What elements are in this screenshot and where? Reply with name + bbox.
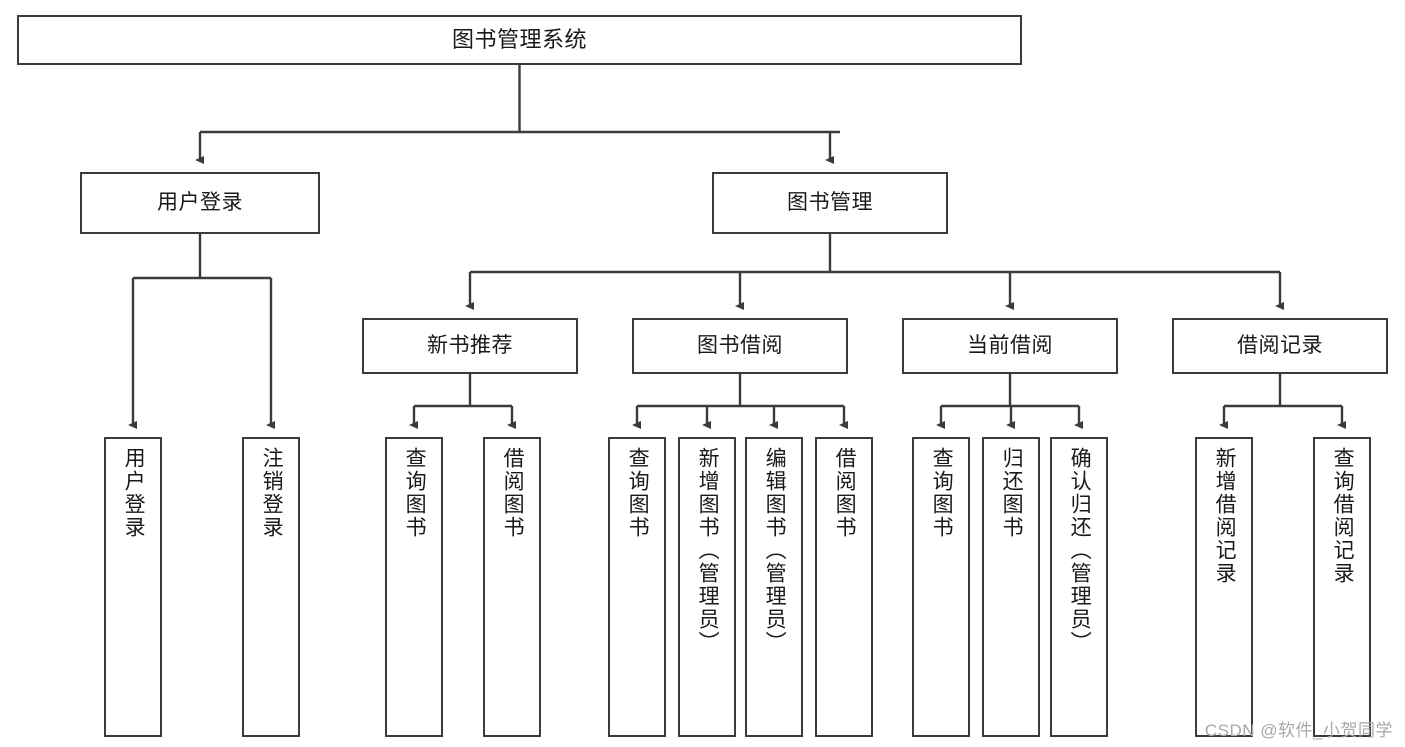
node-label: 查询图书 [403,447,427,539]
leaf-add-book-admin[interactable]: 新增图书（管理员） [678,437,736,737]
node-borrowing-records[interactable]: 借阅记录 [1172,318,1388,374]
node-label: 编辑图书（管理员） [763,447,787,654]
node-label: 归还图书 [1000,447,1024,539]
leaf-return-books[interactable]: 归还图书 [982,437,1040,737]
node-new-book-recommendation[interactable]: 新书推荐 [362,318,578,374]
node-label: 图书借阅 [697,334,783,358]
node-label: 图书管理系统 [451,26,587,52]
leaf-query-books-recommend[interactable]: 查询图书 [385,437,443,737]
leaf-borrow-books[interactable]: 借阅图书 [815,437,873,737]
node-label: 图书管理 [787,191,873,215]
leaf-add-borrow-record[interactable]: 新增借阅记录 [1195,437,1253,737]
leaf-confirm-return-admin[interactable]: 确认归还（管理员） [1050,437,1108,737]
leaf-query-borrow-record[interactable]: 查询借阅记录 [1313,437,1371,737]
node-label: 新增借阅记录 [1213,447,1237,585]
node-label: 当前借阅 [967,334,1053,358]
node-root-system[interactable]: 图书管理系统 [17,15,1022,65]
leaf-borrow-books-recommend[interactable]: 借阅图书 [483,437,541,737]
leaf-logout[interactable]: 注销登录 [242,437,300,737]
node-label: 借阅图书 [833,447,857,539]
node-label: 用户登录 [157,191,243,215]
leaf-query-books-current[interactable]: 查询图书 [912,437,970,737]
node-user-login[interactable]: 用户登录 [80,172,320,234]
leaf-edit-book-admin[interactable]: 编辑图书（管理员） [745,437,803,737]
node-label: 用户登录 [122,447,146,539]
node-book-management[interactable]: 图书管理 [712,172,948,234]
node-book-borrowing[interactable]: 图书借阅 [632,318,848,374]
node-label: 新书推荐 [427,334,513,358]
node-label: 注销登录 [260,447,284,539]
node-label: 查询图书 [626,447,650,539]
node-label: 查询借阅记录 [1331,447,1355,585]
node-label: 新增图书（管理员） [696,447,720,654]
leaf-user-login[interactable]: 用户登录 [104,437,162,737]
csdn-watermark: CSDN @软件_小贺同学 [1204,721,1393,740]
node-label: 查询图书 [930,447,954,539]
node-label: 借阅图书 [501,447,525,539]
leaf-query-books-borrow[interactable]: 查询图书 [608,437,666,737]
node-label: 借阅记录 [1237,334,1323,358]
node-current-borrowing[interactable]: 当前借阅 [902,318,1118,374]
node-label: 确认归还（管理员） [1068,447,1092,654]
